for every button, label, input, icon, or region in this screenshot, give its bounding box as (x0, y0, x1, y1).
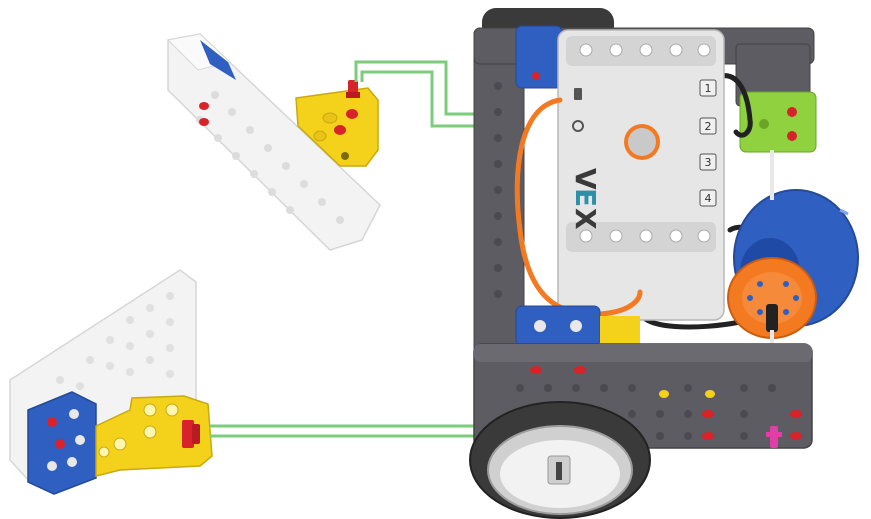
lower-sensor-assembly (9, 269, 213, 495)
lower-yellow-sensor (95, 395, 213, 477)
vex-brain: V E X 1 2 3 4 (557, 29, 725, 321)
upper-sensor-wire (354, 60, 494, 128)
robot-chassis: V E X 1 2 3 4 (469, 8, 859, 519)
blue-corner-brace-top (515, 25, 563, 89)
lower-blue-bracket (27, 391, 97, 495)
port-3-label: 3 (705, 156, 712, 169)
vex-logo: V E X (569, 168, 602, 230)
lower-sensor-wire (210, 424, 476, 438)
brain-port-3[interactable]: 3 (699, 153, 717, 171)
green-motor-bracket (739, 91, 817, 153)
port-2-label: 2 (705, 120, 712, 133)
lower-red-connector (182, 420, 200, 448)
upper-sensor-assembly (166, 33, 381, 251)
vex-logo-letter-x: X (569, 208, 602, 230)
brain-port-2[interactable]: 2 (699, 117, 717, 135)
vex-logo-letter-v: V (569, 168, 602, 190)
upper-white-beam (166, 33, 381, 251)
port-4-label: 4 (705, 192, 712, 205)
brain-button[interactable] (624, 124, 660, 160)
upper-red-connector (346, 80, 360, 98)
upper-yellow-sensor (295, 87, 379, 167)
orange-gear (727, 150, 817, 362)
brain-port-1[interactable]: 1 (699, 79, 717, 97)
front-wheel (469, 401, 651, 519)
vex-logo-letter-e: E (569, 188, 602, 207)
orange-cable (514, 97, 643, 317)
port-1-label: 1 (705, 82, 712, 95)
brain-port-4[interactable]: 4 (699, 189, 717, 207)
pink-peg (766, 426, 782, 448)
